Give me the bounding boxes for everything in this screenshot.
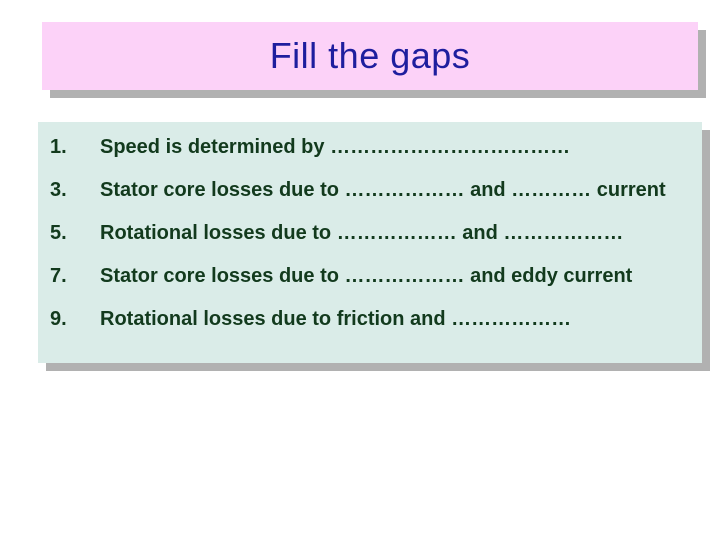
quiz-item: 7. Stator core losses due to ……………… and … bbox=[38, 264, 702, 307]
quiz-item-number: 9. bbox=[50, 308, 67, 330]
quiz-item-text: Rotational losses due to ……………… and …………… bbox=[100, 222, 624, 244]
quiz-item-text: Speed is determined by ……………………………… bbox=[100, 136, 571, 158]
quiz-item: 1. Speed is determined by ……………………………… bbox=[38, 135, 702, 178]
quiz-item-number: 3. bbox=[50, 179, 67, 201]
quiz-item-text: Stator core losses due to ……………… and edd… bbox=[100, 265, 633, 287]
quiz-item-number: 1. bbox=[50, 136, 67, 158]
quiz-item: 5. Rotational losses due to ……………… and …… bbox=[38, 221, 702, 264]
quiz-item: 3. Stator core losses due to ……………… and … bbox=[38, 178, 702, 221]
quiz-item-text: Rotational losses due to friction and ……… bbox=[100, 308, 572, 330]
quiz-item: 9. Rotational losses due to friction and… bbox=[38, 307, 702, 350]
quiz-item-number: 5. bbox=[50, 222, 67, 244]
quiz-box: 1. Speed is determined by ……………………………… 3… bbox=[38, 122, 702, 363]
quiz-item-number: 7. bbox=[50, 265, 67, 287]
title-box: Fill the gaps bbox=[42, 22, 698, 90]
quiz-item-text: Stator core losses due to ……………… and ………… bbox=[100, 179, 666, 201]
slide-title: Fill the gaps bbox=[269, 35, 471, 76]
